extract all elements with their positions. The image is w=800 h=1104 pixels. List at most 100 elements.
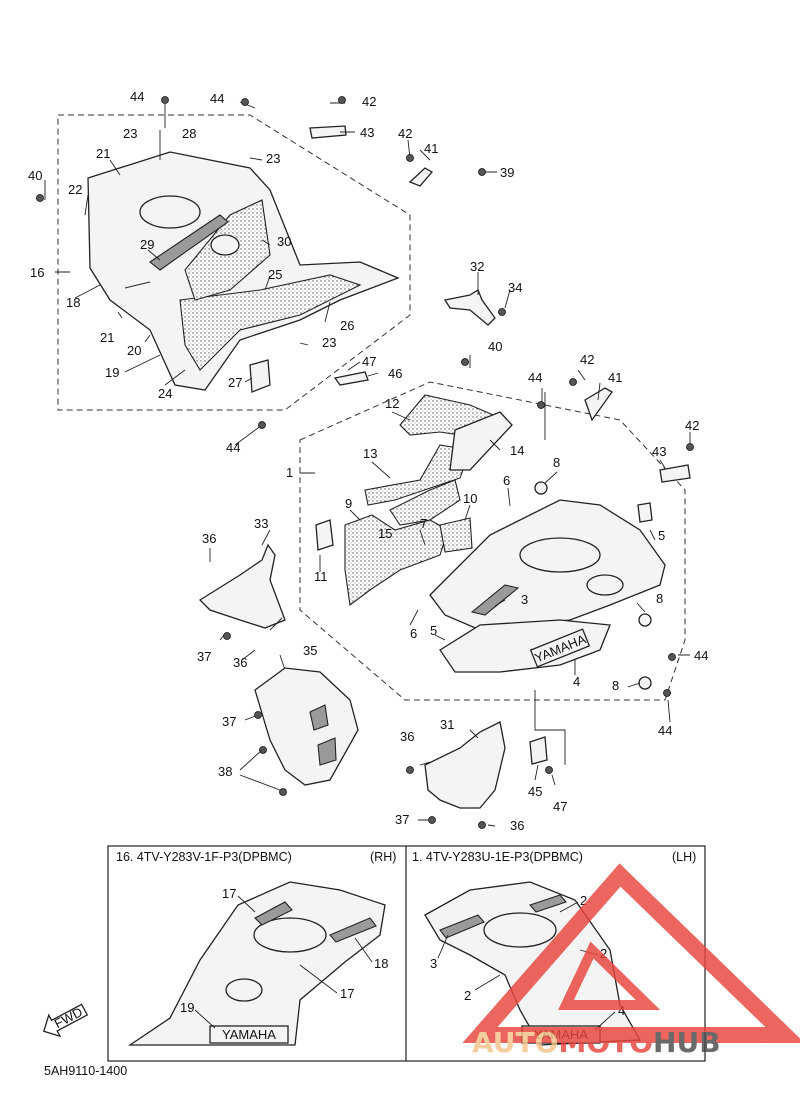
callout-4: 4: [573, 674, 580, 689]
fwd-arrow-icon: FWD: [42, 1003, 89, 1038]
callout-21: 21: [96, 146, 110, 161]
assembly-1-boundary: [299, 381, 686, 701]
callout-8: 8: [656, 591, 663, 606]
callout-12: 12: [385, 396, 399, 411]
lh-label-3: 3: [430, 956, 437, 971]
assembly-16-group: [44, 101, 511, 446]
callout-22: 22: [68, 182, 82, 197]
callout-36: 36: [400, 729, 414, 744]
rh-stripe-17: [254, 901, 293, 926]
callout-38: 38: [218, 764, 232, 779]
callout-41: 41: [424, 141, 438, 156]
callout-1: 1: [286, 465, 293, 480]
rh-vent: [225, 978, 263, 1002]
rh-label-19: 19: [180, 1000, 194, 1015]
lh-stripe-2: [529, 894, 567, 913]
callout-6: 6: [503, 473, 510, 488]
callout-19: 19: [105, 365, 119, 380]
assembly-16-boundary: [57, 114, 411, 411]
cowling-duct: [519, 537, 601, 573]
callout-35: 35: [303, 643, 317, 658]
svg-text:AUTOMOTOHUB: AUTOMOTOHUB: [472, 1026, 721, 1059]
callout-29: 29: [140, 237, 154, 252]
stripe-decal-29: [149, 214, 229, 271]
stay-41-upper: [408, 167, 434, 187]
lh-label-2: 2: [464, 988, 471, 1003]
stay-43-mid: [659, 464, 691, 483]
bracket-27: [249, 359, 271, 393]
grommet-8-mid: [638, 613, 652, 627]
callout-43: 43: [652, 444, 666, 459]
leader-lines-middle: [209, 355, 691, 723]
lh-duct: [483, 912, 557, 948]
leader-lines-upper: [44, 101, 511, 446]
rh-duct: [253, 917, 327, 953]
watermark-text-moto: MOTO: [558, 1026, 653, 1059]
callout-44: 44: [694, 648, 708, 663]
callout-10: 10: [463, 491, 477, 506]
callout-47: 47: [553, 799, 567, 814]
callout-47: 47: [362, 354, 376, 369]
callout-44: 44: [130, 89, 144, 104]
rh-leaders: [194, 895, 373, 1029]
callout-41: 41: [608, 370, 622, 385]
callout-37: 37: [197, 649, 211, 664]
panel-15: [389, 479, 461, 526]
leader-lines-lower: [239, 617, 566, 827]
lh-label-4: 4: [618, 1003, 625, 1018]
callout-42: 42: [580, 352, 594, 367]
callout-23: 23: [266, 151, 280, 166]
cover-35-slot-b: [317, 737, 337, 766]
callout-31: 31: [440, 717, 454, 732]
stay-43-upper: [309, 125, 347, 139]
rh-decal-19: YAMAHA: [222, 1027, 276, 1042]
callout-13: 13: [363, 446, 377, 461]
callout-7: 7: [420, 516, 427, 531]
callout-16: 16: [30, 265, 44, 280]
cover-35: [254, 667, 359, 786]
callout-15: 15: [378, 526, 392, 541]
watermark-text-auto: AUTO: [472, 1026, 558, 1059]
diagram-code: 5AH9110-1400: [44, 1064, 127, 1078]
lh-stripe-3: [439, 914, 485, 939]
callout-11: 11: [314, 569, 328, 584]
callout-20: 20: [127, 343, 141, 358]
automotohub-watermark: AUTOMOTOHUB: [462, 863, 800, 1059]
rh-decal-frame: [209, 1025, 289, 1044]
callout-36: 36: [202, 531, 216, 546]
bracket-32: [443, 289, 496, 326]
callout-44: 44: [226, 440, 240, 455]
panel-9: [344, 514, 449, 606]
callout-36: 36: [233, 655, 247, 670]
inner-panel-25: [179, 274, 362, 371]
callout-5: 5: [430, 623, 437, 638]
callout-44: 44: [210, 91, 224, 106]
clip-45: [529, 736, 548, 765]
lh-variant-side: (LH): [672, 850, 696, 864]
rh-label-18: 18: [374, 956, 388, 971]
callout-43: 43: [360, 125, 374, 140]
callout-26: 26: [340, 318, 354, 333]
callout-40: 40: [488, 339, 502, 354]
callout-18: 18: [66, 295, 80, 310]
bracket-33: [198, 543, 286, 629]
callout-23: 23: [322, 335, 336, 350]
callout-8: 8: [553, 455, 560, 470]
rh-variant-header: 16. 4TV-Y283V-1F-P3(DPBMC): [116, 850, 292, 864]
clip-46: [333, 371, 369, 386]
lh-variant-header: 1. 4TV-Y283U-1E-P3(DPBMC): [412, 850, 583, 864]
rh-stripe-18: [329, 917, 377, 943]
callout-33: 33: [254, 516, 268, 531]
stripe-decal-3: [470, 584, 520, 616]
watermark-logo-inner-icon: [558, 941, 661, 1010]
grommet-8-low: [638, 676, 652, 690]
callout-27: 27: [228, 375, 242, 390]
grommet-8-top: [534, 481, 548, 495]
clip-11: [315, 519, 334, 551]
callout-14: 14: [510, 443, 524, 458]
callout-46: 46: [388, 366, 402, 381]
stay-41-mid: [584, 387, 613, 422]
callout-32: 32: [470, 259, 484, 274]
callout-44: 44: [658, 723, 672, 738]
